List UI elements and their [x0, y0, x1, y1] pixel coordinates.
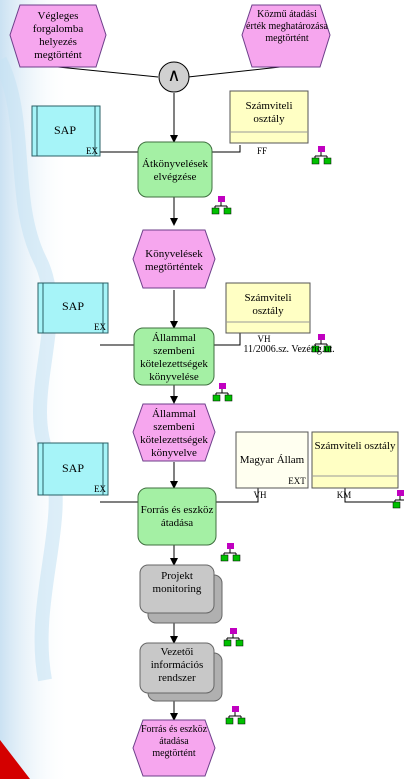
event-konyvelesek-megtortentek [132, 229, 216, 289]
regulation-label: 11/2006.sz. Vezérig.ut. [243, 344, 335, 355]
edge-label-vh-2: VH [253, 490, 267, 500]
sap-label-2: SAP [61, 299, 84, 313]
flow-lines [57, 66, 395, 721]
event-kozmu-label: Közmű átadási érték meghatározása megtör… [246, 9, 328, 44]
event-vegleges-forgalomba [9, 4, 107, 68]
org-szamviteli-1-label: Számviteli osztály [245, 100, 293, 125]
edge-label-km: KM [336, 490, 352, 500]
org-magyar-allam [235, 431, 309, 489]
and-connector [158, 61, 190, 93]
event-kozmu-atadasi [241, 4, 331, 68]
function-allammal-label: Állammal szembeni kötelezettségek könyve… [140, 332, 208, 383]
process-vezetoi-informacios [139, 642, 223, 702]
sap-system-1 [31, 105, 101, 157]
event-vegleges-label: Végleges forgalomba helyezés megtörtént [32, 10, 84, 61]
process-projekt-monitoring [139, 564, 223, 624]
org-szamviteli-3-label: Számviteli osztály [314, 440, 396, 452]
event-allammal-konyvelve [132, 403, 216, 462]
org-szamviteli-2-label: Számviteli osztály [244, 292, 292, 317]
sap-label-3: SAP [61, 461, 84, 475]
event-allammal-label: Állammal szembeni kötelezettségek könyve… [140, 408, 208, 459]
edge-label-ext: EXT [288, 476, 306, 486]
process-projekt-label: Projekt monitoring [152, 570, 202, 595]
function-allammal-konyvelese [133, 327, 215, 386]
and-connector-symbol: ∧ [167, 65, 181, 86]
event-konyvelesek-label: Könyvelések megtörténtek [144, 248, 204, 273]
sap-system-3 [37, 442, 109, 496]
sap-code-1: EX [86, 146, 98, 156]
org-szamviteli-3 [311, 431, 399, 489]
org-szamviteli-1 [229, 90, 309, 144]
function-forras-label: Forrás és eszköz átadása [140, 504, 214, 529]
function-atkonyvelesek-label: Átkönyvelések elvégzése [142, 158, 208, 183]
sap-label-1: SAP [53, 123, 76, 137]
sap-code-3: EX [94, 484, 106, 494]
org-magyar-allam-label: Magyar Állam [239, 454, 305, 466]
org-chart-icons [211, 146, 404, 725]
function-atkonyvelesek [137, 141, 213, 198]
event-forras-atadasa-megtortent [132, 719, 216, 777]
sap-code-2: EX [94, 322, 106, 332]
process-vezetoi-label: Vezetői információs rendszer [150, 646, 204, 684]
edge-label-ff: FF [256, 146, 267, 156]
event-forras-megtortent-label: Forrás és eszköz átadása megtörtént [140, 724, 208, 759]
function-forras-eszkoz-atadasa [137, 487, 217, 546]
sap-system-2 [37, 282, 109, 334]
edge-label-vh-1: VH [257, 334, 271, 344]
org-szamviteli-2 [225, 282, 311, 334]
